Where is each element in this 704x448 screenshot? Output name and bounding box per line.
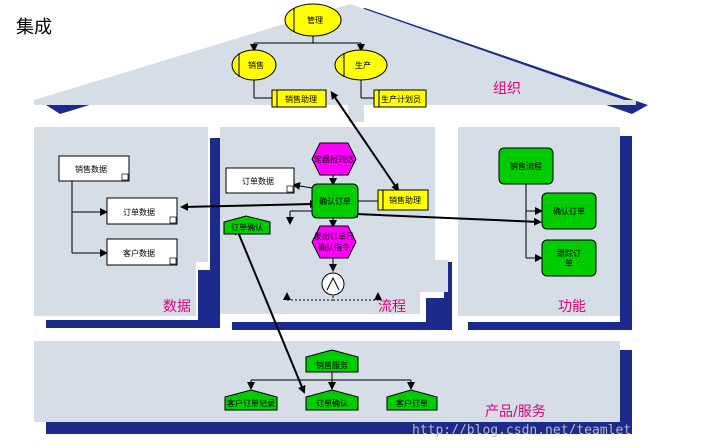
entity-sales-data: 销售数据 [58, 155, 130, 182]
entity-customer-data: 客户数据 [106, 238, 178, 266]
process-order-data: 订单数据 [225, 167, 295, 194]
section-label-product-service: 产品/服务 [485, 404, 546, 420]
function-tree: 销售流程 确认订单 跟踪订 单 [498, 147, 597, 277]
function-confirm-order: 确认订单 [541, 192, 597, 230]
section-label-function: 功能 [558, 299, 586, 315]
function-sales-process-label: 销售流程 [510, 161, 542, 171]
product-customer-order: 客户订单 [386, 389, 438, 411]
process-output-order-confirm: 订单确认 [223, 215, 271, 235]
org-sales-label: 销售 [248, 60, 264, 70]
org-role-production-planner: 生产计划员 [373, 89, 427, 108]
function-confirm-order-label: 确认订单 [553, 206, 585, 216]
process-event-start: 定器报到达 [311, 142, 357, 176]
process-output-order-confirm-label: 订单确认 [231, 222, 263, 232]
section-label-data: 数据 [163, 299, 191, 315]
entity-sales-data-label: 销售数据 [75, 164, 107, 174]
product-order-confirm-label: 订单确认 [316, 398, 348, 408]
page-title: 集成 [16, 17, 52, 38]
product-sales-service-label: 销售服务 [316, 360, 348, 370]
org-production-label: 生产 [355, 60, 371, 70]
process-event-end: 发出订单已 确认指令 [311, 225, 357, 259]
process-xor-connector [321, 272, 345, 296]
org-chart: 管理 销售 生产 销售助理 生产计划员 [231, 3, 427, 108]
process-epc: 订单数据 定器报到达 确认订单 销售助理 订单确认 发出订单已 确认指令 [180, 91, 542, 394]
product-customer-order-record-label: 客户订单记录 [227, 398, 275, 408]
org-production-planner-label: 生产计划员 [381, 94, 421, 104]
org-role-sales-assistant: 销售助理 [271, 89, 327, 108]
process-event-end-label-1: 发出订单已 [314, 231, 354, 241]
org-management-label: 管理 [307, 15, 323, 25]
data-model: 销售数据 订单数据 客户数据 [58, 155, 178, 266]
org-unit-production: 生产 [334, 49, 388, 81]
product-sales-service: 销售服务 [305, 349, 359, 373]
function-track-order-label-1: 跟踪订 [557, 248, 581, 258]
process-role-sales-assistant: 销售助理 [377, 189, 429, 211]
product-customer-order-label: 客户订单 [396, 398, 428, 408]
function-track-order-label-2: 单 [565, 258, 573, 268]
section-label-process: 流程 [378, 299, 406, 315]
org-unit-sales: 销售 [231, 49, 277, 81]
process-function-confirm-order: 确认订单 [311, 183, 359, 219]
watermark-url: http://blog.csdn.net/teamlet [412, 423, 631, 438]
process-role-sales-assistant-label: 销售助理 [389, 195, 421, 205]
product-tree: 销售服务 客户订单记录 订单确认 客户订单 [224, 349, 438, 411]
product-order-confirm: 订单确认 [305, 389, 359, 411]
org-sales-assistant-label: 销售助理 [285, 94, 317, 104]
entity-order-data-label: 订单数据 [123, 207, 155, 217]
function-sales-process: 销售流程 [498, 147, 554, 185]
entity-customer-data-label: 客户数据 [123, 248, 155, 258]
process-order-data-label: 订单数据 [242, 176, 274, 186]
process-event-end-label-2: 确认指令 [318, 242, 350, 252]
function-track-order: 跟踪订 单 [541, 239, 597, 277]
section-label-organization: 组织 [493, 81, 521, 97]
entity-order-data: 订单数据 [106, 197, 178, 225]
process-function-confirm-order-label: 确认订单 [319, 196, 351, 206]
process-event-start-label: 定器报到达 [314, 154, 354, 164]
foundation-product-service [34, 341, 632, 434]
org-unit-management: 管理 [284, 3, 342, 37]
